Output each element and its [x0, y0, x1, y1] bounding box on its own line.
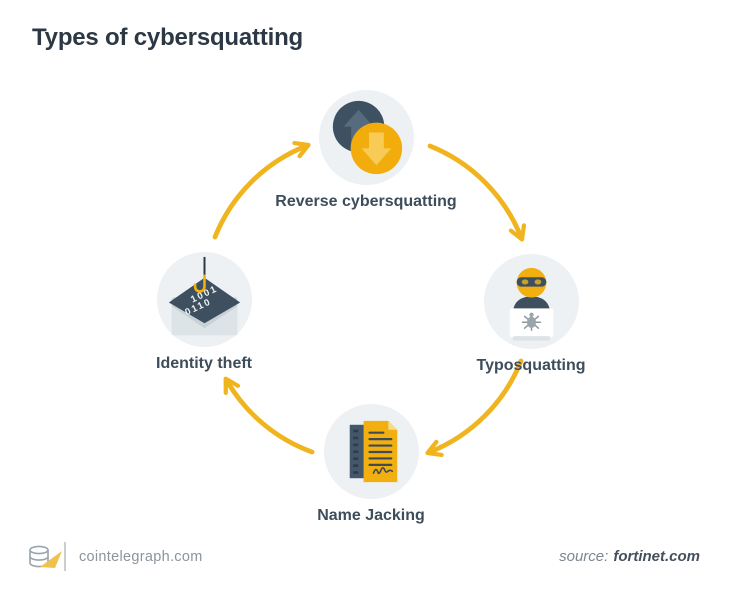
source-value: fortinet.com — [613, 548, 700, 565]
footer: cointelegraph.com source:fortinet.com — [0, 540, 732, 584]
footer-divider — [64, 542, 66, 571]
cointelegraph-logo-icon — [29, 545, 62, 568]
signed-document-icon — [349, 420, 397, 483]
node-circle — [483, 254, 579, 349]
node-circle — [318, 90, 414, 185]
node-identity-theft: 1001 0110 Identity theft — [94, 252, 314, 373]
phishing-hook-envelope-icon: 1001 0110 — [168, 256, 240, 336]
brand-url: cointelegraph.com — [79, 549, 203, 565]
node-typosquatting: Typosquatting — [421, 254, 641, 375]
node-label-typosquatting: Typosquatting — [476, 357, 586, 374]
node-label-reverse-cybersquatting: Reverse cybersquatting — [275, 193, 457, 210]
node-label-identity-theft: Identity theft — [156, 355, 252, 372]
masked-hacker-laptop-icon — [509, 267, 553, 341]
node-reverse-cybersquatting: Reverse cybersquatting — [256, 90, 476, 211]
node-circle: 1001 0110 — [156, 252, 252, 347]
page-title: Types of cybersquatting — [32, 24, 304, 51]
node-circle — [323, 404, 419, 499]
node-name-jacking: Name Jacking — [261, 404, 481, 525]
source-label: source: — [559, 548, 609, 565]
source-attribution: source:fortinet.com — [559, 548, 700, 565]
node-label-name-jacking: Name Jacking — [317, 507, 425, 524]
reverse-arrows-icon — [332, 100, 402, 175]
